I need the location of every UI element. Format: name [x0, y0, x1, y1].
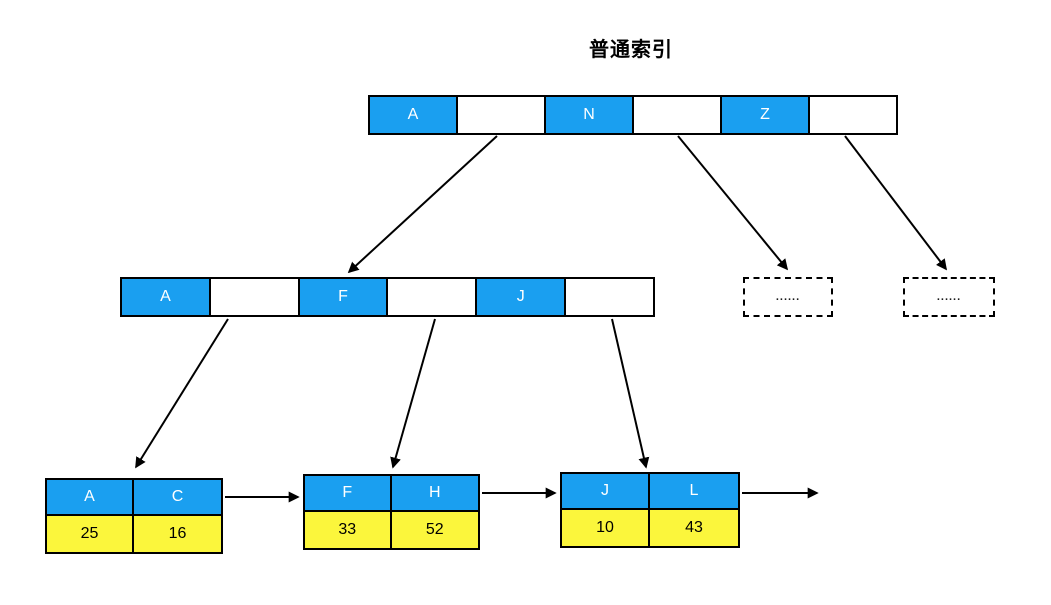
- key-cell: J: [562, 474, 650, 510]
- empty-cell: [810, 97, 896, 133]
- diagram-title: 普通索引: [589, 39, 673, 61]
- leaf-node: F H 33 52: [303, 474, 480, 550]
- value-cell: 52: [391, 512, 478, 548]
- empty-cell: [388, 279, 478, 315]
- value-cell: 16: [134, 516, 221, 552]
- arrow-root-to-placeholder-1: [677, 135, 789, 271]
- empty-cell: [458, 97, 546, 133]
- value-cell: 33: [305, 512, 392, 548]
- key-cell: Z: [722, 97, 810, 133]
- key-cell: C: [134, 480, 221, 516]
- key-cell: F: [305, 476, 392, 512]
- key-cell: L: [650, 474, 738, 510]
- key-cell: A: [122, 279, 211, 315]
- leaf-node: A C 25 16: [45, 478, 223, 554]
- arrow-root-to-placeholder-2: [844, 135, 947, 271]
- placeholder-node: ......: [743, 277, 833, 317]
- empty-cell: [634, 97, 722, 133]
- arrow-internal-to-leaf-3: [611, 318, 650, 469]
- root-node: A N Z: [368, 95, 898, 135]
- arrow-internal-to-leaf-2: [390, 318, 436, 469]
- value-cell: 25: [47, 516, 134, 552]
- key-cell: H: [391, 476, 478, 512]
- arrow-root-to-internal: [347, 135, 498, 274]
- internal-node: A F J: [120, 277, 655, 317]
- placeholder-node: ......: [903, 277, 995, 317]
- value-cell: 43: [650, 510, 738, 546]
- empty-cell: [566, 279, 653, 315]
- key-cell: F: [299, 279, 389, 315]
- value-cell: 10: [562, 510, 650, 546]
- key-cell: N: [546, 97, 634, 133]
- empty-cell: [211, 279, 300, 315]
- arrow-internal-to-leaf-1: [135, 318, 229, 469]
- key-cell: A: [370, 97, 458, 133]
- leaf-node: J L 10 43: [560, 472, 740, 548]
- key-cell: J: [477, 279, 567, 315]
- key-cell: A: [47, 480, 134, 516]
